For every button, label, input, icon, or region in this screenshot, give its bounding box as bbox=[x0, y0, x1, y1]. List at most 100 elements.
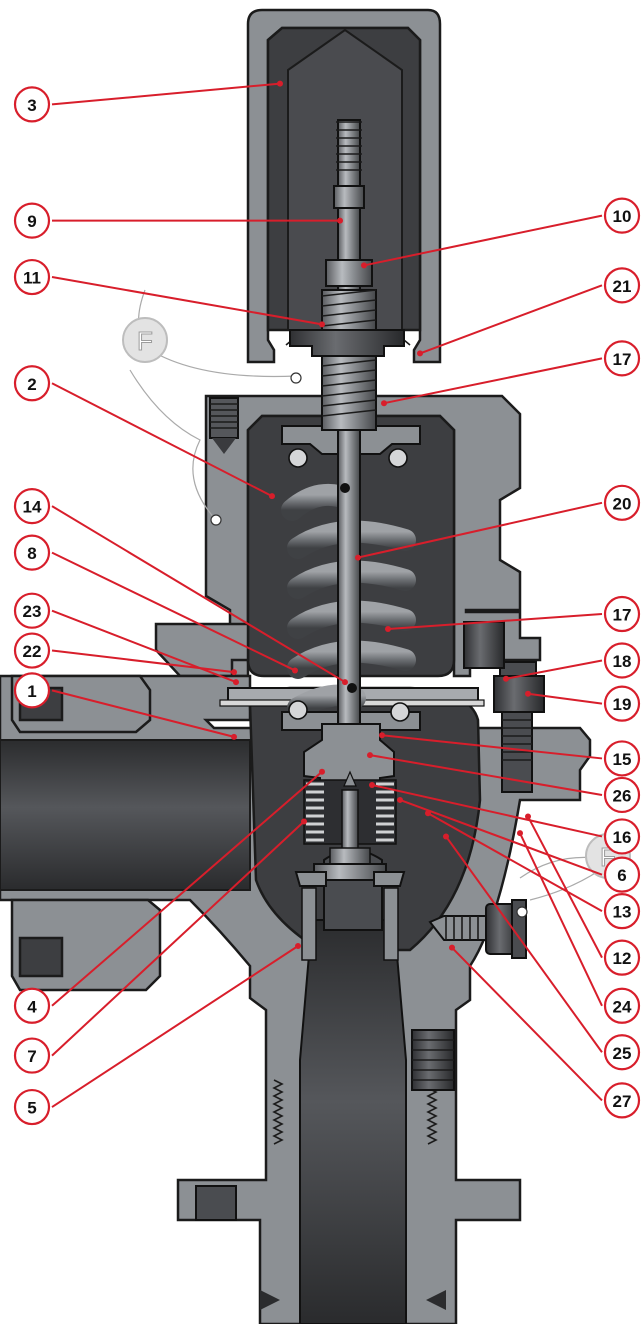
leader-end-dot bbox=[385, 625, 391, 632]
leader-line bbox=[371, 784, 603, 838]
leader-line bbox=[51, 505, 346, 683]
callout-circle bbox=[13, 672, 51, 709]
lead-seal-icon: F bbox=[122, 317, 168, 363]
leader-line bbox=[519, 832, 603, 1007]
leader-line bbox=[357, 501, 603, 559]
callout-circle bbox=[603, 340, 641, 377]
callout-number: 14 bbox=[23, 498, 42, 517]
callout-circle bbox=[13, 365, 51, 402]
callout-circle bbox=[603, 987, 641, 1024]
callout-25: 25 bbox=[443, 833, 641, 1071]
callout-18: 18 bbox=[503, 642, 641, 682]
callout-circle bbox=[603, 740, 641, 777]
callout-circle bbox=[603, 1034, 641, 1071]
leader-end-dot bbox=[231, 669, 237, 676]
leader-line bbox=[51, 945, 299, 1108]
leader-end-dot bbox=[369, 782, 375, 788]
callout-circle bbox=[603, 197, 641, 234]
leader-end-dot bbox=[449, 944, 455, 951]
valve-body-artwork bbox=[0, 8, 592, 1324]
leader-end-dot bbox=[301, 818, 307, 825]
leader-line bbox=[51, 609, 237, 684]
callout-number: 24 bbox=[613, 997, 632, 1016]
leader-end-dot bbox=[292, 667, 298, 674]
callout-number: 4 bbox=[27, 997, 37, 1016]
callout-12: 12 bbox=[525, 813, 641, 976]
callout-circle bbox=[13, 632, 51, 669]
leader-end-dot bbox=[417, 350, 423, 357]
callout-circle bbox=[13, 258, 51, 296]
callout-1: 1 bbox=[13, 672, 237, 740]
leader-line bbox=[381, 734, 603, 760]
callout-circle bbox=[603, 1082, 641, 1119]
callout-number: 10 bbox=[613, 207, 632, 226]
leader-line bbox=[445, 835, 603, 1053]
callout-number: 26 bbox=[613, 786, 632, 805]
callout-number: 23 bbox=[23, 602, 42, 621]
leader-end-dot bbox=[355, 554, 361, 561]
callout-circle bbox=[13, 1037, 51, 1074]
leader-line bbox=[399, 799, 603, 876]
leader-line bbox=[383, 357, 603, 405]
leader-line bbox=[427, 812, 603, 913]
leader-end-dot bbox=[231, 733, 237, 740]
callout-10: 10 bbox=[361, 197, 641, 269]
callout-26: 26 bbox=[367, 752, 641, 814]
callout-circle bbox=[603, 642, 641, 679]
callout-number: 21 bbox=[613, 277, 632, 296]
leader-end-dot bbox=[397, 796, 403, 803]
leader-end-dot bbox=[319, 768, 325, 775]
callout-22: 22 bbox=[13, 632, 237, 676]
callout-16: 16 bbox=[369, 782, 641, 855]
leader-line bbox=[527, 816, 603, 959]
leader-line bbox=[51, 551, 296, 672]
callout-2: 2 bbox=[13, 365, 275, 500]
callout-circle bbox=[13, 534, 51, 571]
callout-circle bbox=[603, 484, 641, 521]
callout-24: 24 bbox=[517, 830, 641, 1024]
callout-number: 18 bbox=[613, 652, 632, 671]
callout-number: 3 bbox=[27, 96, 36, 115]
callout-circle bbox=[13, 987, 51, 1024]
callout-circle bbox=[603, 856, 641, 893]
leader-line bbox=[369, 754, 603, 796]
callout-6: 6 bbox=[397, 796, 641, 893]
leader-line bbox=[51, 382, 273, 498]
callout-14: 14 bbox=[13, 488, 348, 686]
leader-end-dot bbox=[337, 217, 343, 224]
callout-17: 17 bbox=[385, 595, 641, 633]
leader-end-dot bbox=[503, 675, 509, 682]
callout-number: 5 bbox=[27, 1099, 36, 1118]
callout-21: 21 bbox=[417, 267, 641, 357]
callout-number: 16 bbox=[613, 828, 632, 847]
seal-disc bbox=[122, 317, 168, 363]
leader-line bbox=[419, 284, 603, 355]
leader-line bbox=[51, 276, 323, 326]
callout-circle bbox=[13, 202, 51, 239]
callout-7: 7 bbox=[13, 818, 307, 1074]
leader-end-dot bbox=[295, 943, 301, 950]
callout-number: 13 bbox=[613, 903, 632, 922]
leader-line bbox=[51, 770, 323, 1007]
leader-end-dot bbox=[361, 262, 367, 269]
callout-15: 15 bbox=[379, 732, 641, 777]
leader-line bbox=[51, 649, 235, 674]
callout-labels: 3911214823221475102117201718191526166131… bbox=[13, 80, 641, 1126]
leader-line bbox=[51, 689, 235, 738]
callout-27: 27 bbox=[449, 944, 641, 1119]
callout-circle bbox=[603, 776, 641, 814]
callout-number: 20 bbox=[613, 494, 632, 513]
callout-circle bbox=[603, 939, 641, 976]
leader-end-dot bbox=[443, 833, 449, 840]
callout-circle bbox=[603, 818, 641, 855]
callout-number: 12 bbox=[613, 949, 632, 968]
leader-line bbox=[451, 946, 603, 1102]
callout-23: 23 bbox=[13, 592, 239, 686]
leader-line bbox=[51, 820, 305, 1057]
callout-9: 9 bbox=[13, 202, 343, 239]
callout-number: 22 bbox=[23, 642, 42, 661]
callout-number: 8 bbox=[27, 544, 36, 563]
callout-11: 11 bbox=[13, 258, 325, 328]
callout-number: 15 bbox=[613, 750, 632, 769]
callout-19: 19 bbox=[525, 685, 641, 722]
